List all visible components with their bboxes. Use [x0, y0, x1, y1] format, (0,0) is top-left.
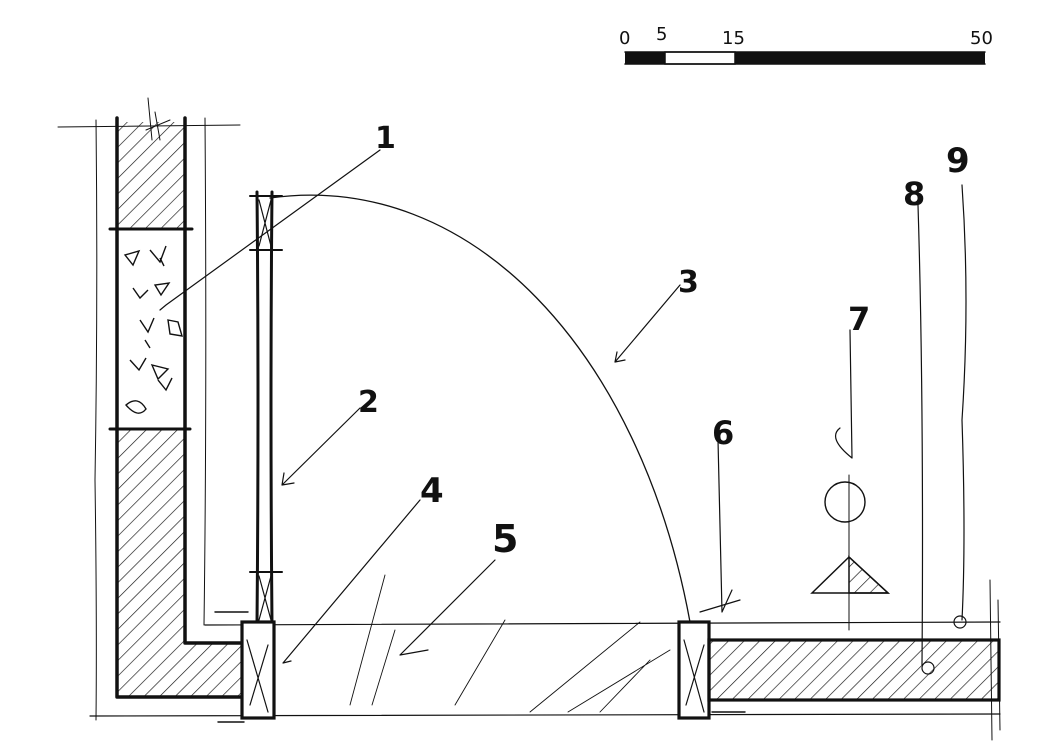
insulation-block: [117, 229, 185, 429]
marker-8-circle: [921, 661, 935, 675]
wall-outer-line: [94, 119, 98, 721]
leader-6: [699, 439, 741, 613]
callout-6: 6: [712, 414, 734, 452]
callout-2: 2: [358, 385, 379, 420]
left-wall: [57, 97, 248, 721]
leader-5: [399, 559, 496, 656]
callout-9: 9: [946, 141, 970, 181]
callout-1: 1: [375, 121, 396, 156]
callout-5: 5: [492, 517, 518, 561]
leader-3: [614, 284, 681, 363]
leader-8: [917, 204, 924, 666]
scale-tick-5: 5: [656, 24, 667, 45]
callout-7: 7: [848, 300, 870, 338]
door-leaf: [249, 190, 283, 627]
leader-4: [282, 499, 421, 664]
scale-bar: 0 5 15 50: [619, 24, 993, 65]
scale-segment-5-15: [664, 51, 736, 65]
callout-8: 8: [903, 175, 925, 213]
leader-2: [281, 407, 361, 486]
callout-3: 3: [678, 265, 699, 300]
door-swing-arc: [269, 194, 691, 623]
leader-1: [159, 149, 381, 311]
insulation-aggregate: [123, 245, 183, 414]
marker-9-circle: [953, 615, 967, 629]
right-floor-slab: [707, 638, 1001, 702]
scale-tick-15: 15: [722, 28, 745, 49]
scale-tick-0: 0: [619, 28, 630, 49]
leader-9: [961, 184, 967, 621]
callout-4: 4: [420, 471, 444, 511]
scale-segment-0-5: [625, 52, 665, 64]
scale-segment-15-50: [735, 52, 985, 64]
floor-section: [89, 574, 1001, 741]
leader-lines: [159, 149, 967, 675]
masonry-lower-hatch: [117, 429, 246, 697]
masonry-upper-hatch: [117, 122, 185, 229]
leader-7: [834, 329, 853, 459]
right-door-frame: [677, 620, 711, 720]
scale-tick-50: 50: [970, 28, 993, 49]
left-door-frame: [240, 620, 276, 720]
level-symbol: [810, 474, 890, 631]
callout-labels: 1 2 3 4 5 6 7 8 9: [358, 121, 970, 561]
